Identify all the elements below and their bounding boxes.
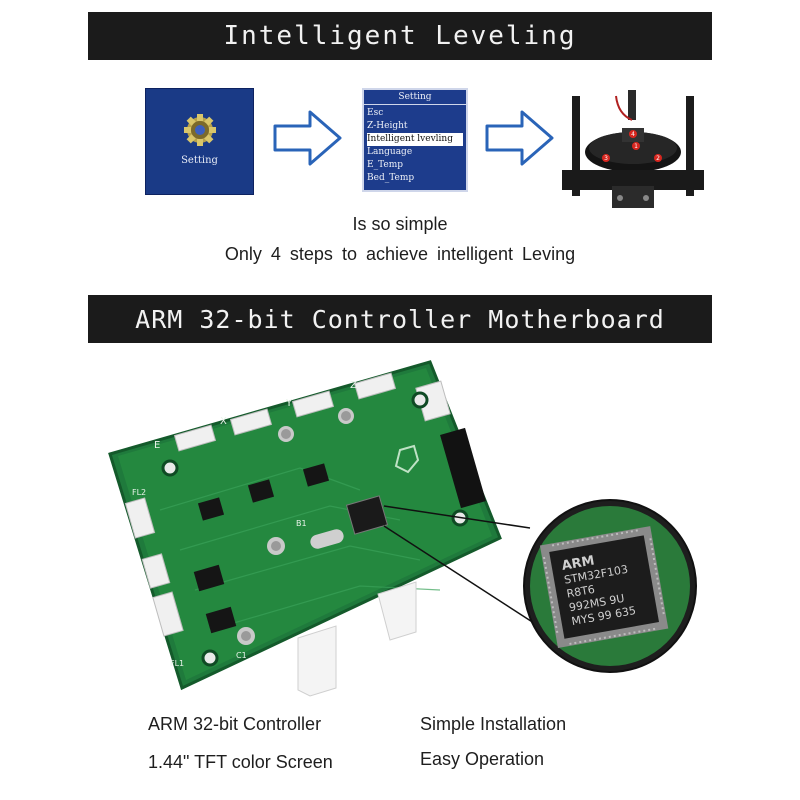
menu-item-bed-temp[interactable]: Bed_Temp bbox=[367, 173, 415, 183]
silkscreen-z: Z bbox=[350, 380, 357, 391]
motherboard-image: X Y Z E FL2 FL1 B1 C1 ARM STM32F103 R8T6… bbox=[108, 360, 697, 697]
arrow-right-icon bbox=[485, 110, 554, 166]
silkscreen-fl2: FL2 bbox=[132, 488, 146, 497]
feature-simple-installation: Simple Installation bbox=[420, 714, 567, 734]
chip-line-variant: R8T6 bbox=[566, 583, 596, 601]
silkscreen-b1: B1 bbox=[296, 519, 307, 528]
arrow-right-icon bbox=[273, 110, 342, 166]
point-label: 3 bbox=[604, 155, 608, 162]
silkscreen-e: E bbox=[154, 440, 160, 451]
menu-item-esc[interactable]: Esc bbox=[367, 108, 384, 118]
feature-arm-controller: ARM 32-bit Controller bbox=[148, 714, 322, 734]
menu-title: Setting bbox=[364, 90, 466, 105]
silkscreen-fl1: FL1 bbox=[170, 659, 184, 668]
feature-tft-screen: 1.44" TFT color Screen bbox=[148, 752, 333, 772]
menu-item-intelligent-leveling[interactable]: Intelligent lvevling bbox=[367, 133, 463, 146]
settings-menu-screen: Setting Esc Z-Height Intelligent lvevlin… bbox=[362, 88, 468, 192]
feature-easy-operation: Easy Operation bbox=[420, 749, 545, 769]
point-label: 4 bbox=[631, 131, 635, 138]
setting-label: Setting bbox=[181, 155, 218, 166]
banner-title: ARM 32-bit Controller Motherboard bbox=[135, 304, 665, 334]
menu-item-language[interactable]: Language bbox=[367, 147, 413, 157]
point-label: 2 bbox=[656, 155, 660, 162]
gear-icon bbox=[184, 114, 216, 146]
menu-item-e-temp[interactable]: E_Temp bbox=[367, 160, 403, 170]
banner-intelligent-leveling: Intelligent Leveling bbox=[88, 12, 712, 60]
printer-bed-leveling-image: 4 1 2 3 bbox=[558, 90, 708, 210]
menu-item-z-height[interactable]: Z-Height bbox=[367, 121, 408, 131]
silkscreen-y: Y bbox=[285, 398, 293, 409]
setting-screen-panel: Setting bbox=[145, 88, 254, 195]
chip-line-brand: ARM bbox=[561, 553, 596, 574]
caption-so-simple: Is so simple bbox=[352, 214, 448, 234]
silkscreen-x: X bbox=[220, 416, 227, 427]
point-label: 1 bbox=[634, 143, 638, 150]
caption-four-steps: Only 4 steps to achieve intelligent Levi… bbox=[224, 244, 576, 264]
silkscreen-c1: C1 bbox=[236, 651, 247, 660]
banner-title: Intelligent Leveling bbox=[223, 21, 577, 51]
banner-controller-motherboard: ARM 32-bit Controller Motherboard bbox=[88, 295, 712, 343]
